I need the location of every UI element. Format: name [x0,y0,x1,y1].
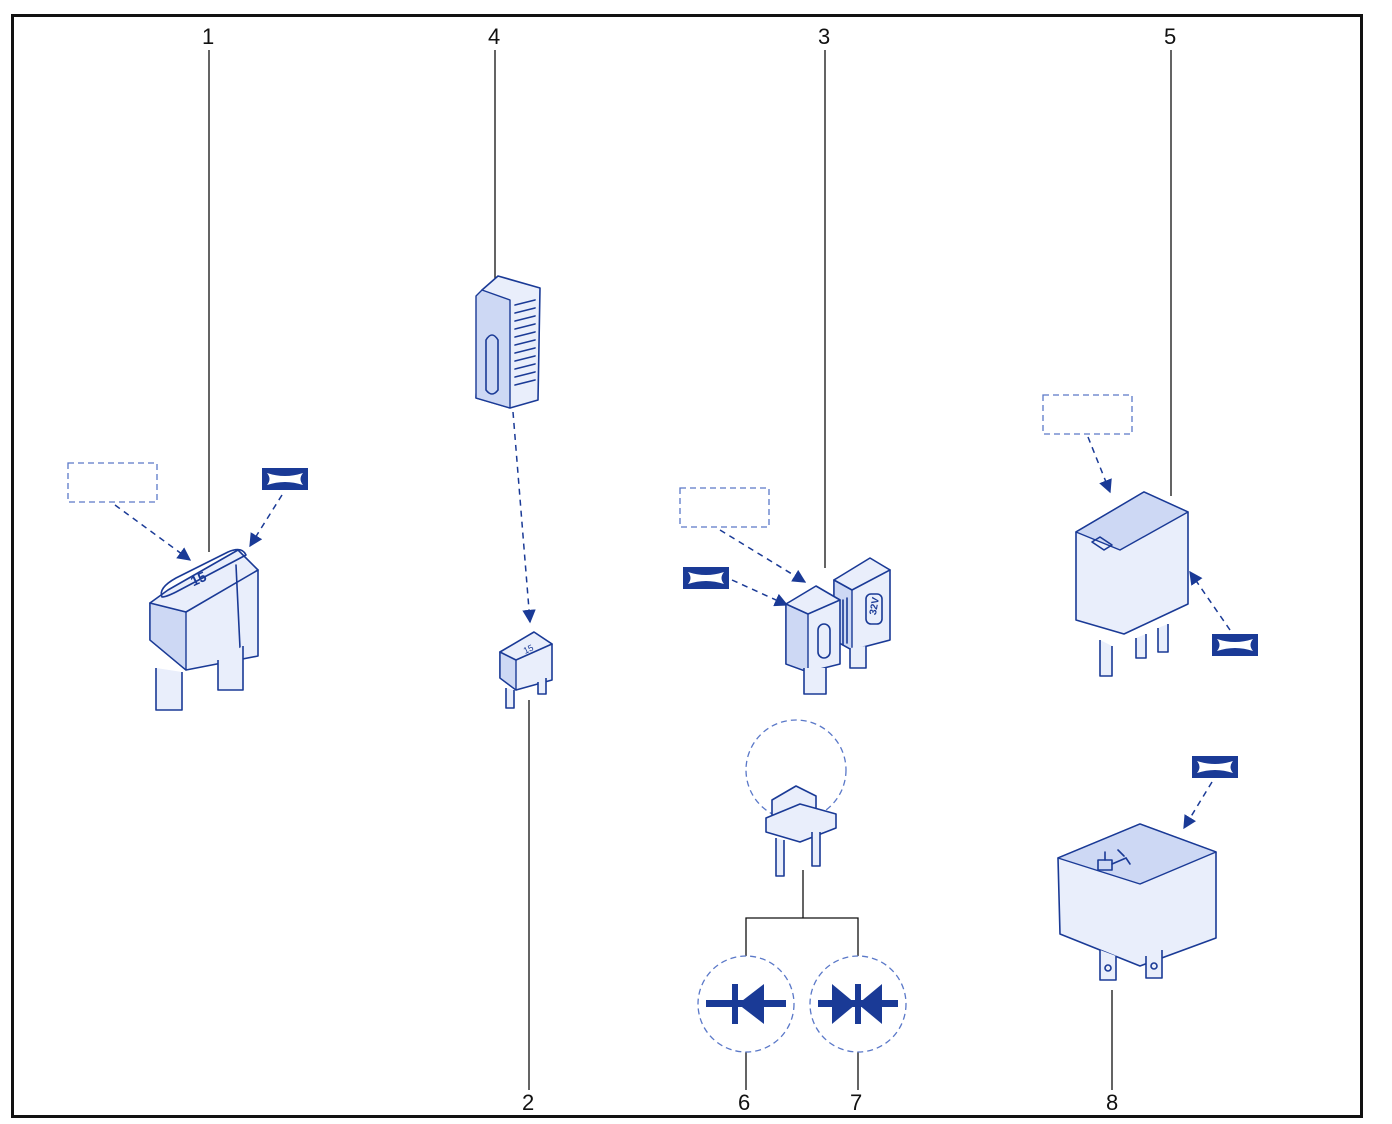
label-placeholder-box [67,462,158,503]
callout-4: 4 [488,24,500,49]
relay-symbol-icon [1097,849,1131,871]
diode-triangle-icon [738,984,764,1024]
diode-symbol-6 [697,955,795,1053]
callout-1: 1 [202,24,214,49]
mini-fuse: 15 [499,631,553,709]
spec-tag-icon-5 [1212,634,1258,656]
spec-tag-icon [262,468,308,490]
callout-6: 6 [738,1090,750,1115]
diode-detail-circle [745,719,847,821]
diagram-frame [11,14,1363,1118]
fuse-puller [475,275,541,624]
label-placeholder-box-5 [1042,394,1133,435]
callout-8: 8 [1106,1090,1118,1115]
maxi-fuse: 15 [67,462,308,711]
spec-tag-icon-8 [1192,756,1238,778]
mini-fuse-rating: 15 [522,642,535,655]
relay-tall [1042,394,1258,677]
diode-circle-7 [809,955,907,1053]
callout-3: 3 [818,24,830,49]
callout-2: 2 [522,1090,534,1115]
callout-7: 7 [850,1090,862,1115]
fuse-voltage-label: 32V [868,596,882,616]
label-placeholder-box-3 [679,487,770,528]
spec-tag-icon-3 [683,567,729,589]
fuse-carrier-assembly: 32V [679,487,891,695]
maxi-fuse-rating: 15 [188,568,209,589]
diode-circle-6 [697,955,795,1053]
leader-bracket-diodes [745,870,859,956]
relay-cube [1057,756,1238,981]
callout-5: 5 [1164,24,1176,49]
diode-symbol-7 [809,955,907,1053]
diode-detail [745,719,847,877]
